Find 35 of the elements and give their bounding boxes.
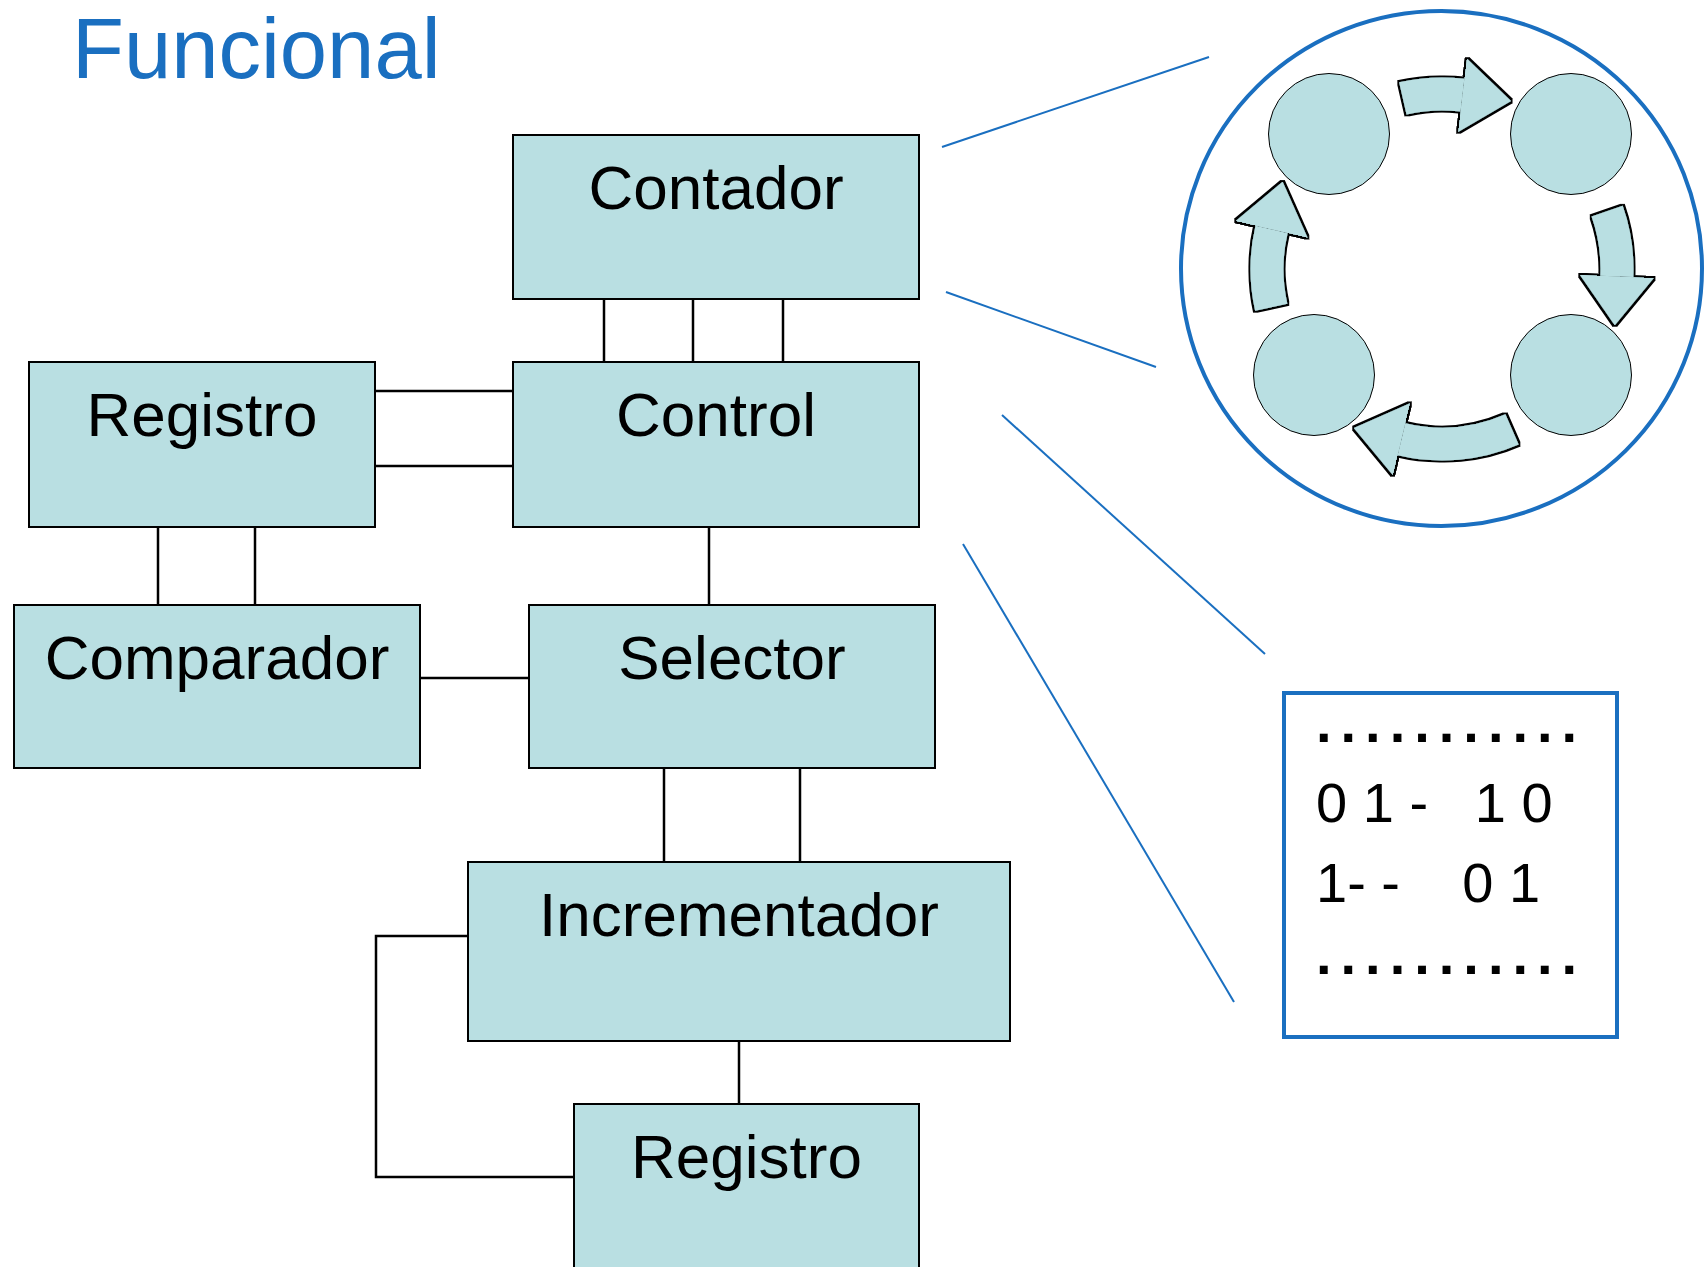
connector-line — [662, 769, 666, 861]
cycle-arrow — [1399, 58, 1512, 133]
block-label: Incrementador — [539, 881, 939, 950]
block-label: Selector — [618, 624, 846, 693]
connector-line — [602, 300, 606, 361]
cycle-arrow — [1579, 206, 1654, 326]
connector-line — [253, 528, 257, 604]
connector-line — [737, 1042, 741, 1103]
block-box — [13, 604, 421, 769]
connector-line — [374, 934, 573, 1179]
connector-line — [156, 528, 160, 604]
block-box — [28, 361, 376, 528]
title: Funcional — [72, 2, 441, 96]
connector-line — [421, 676, 528, 680]
connector-line — [376, 389, 512, 393]
table-row: 0 1 - 1 0 — [1316, 775, 1553, 831]
connector-line — [376, 464, 512, 468]
connector-line — [781, 300, 785, 361]
table-row: 1- - 0 1 — [1316, 855, 1541, 911]
block-label: Registro — [631, 1123, 862, 1192]
connector-line — [707, 528, 711, 604]
truth-table-box — [1282, 691, 1619, 1039]
block-label: Registro — [86, 381, 318, 450]
connector-line — [798, 769, 802, 861]
table-row: ........... — [1316, 695, 1587, 751]
block-box — [528, 604, 936, 769]
connector-line — [691, 300, 695, 361]
block-label: Contador — [588, 154, 844, 223]
block-label: Control — [616, 381, 816, 450]
block-box — [573, 1103, 920, 1267]
block-label: Comparador — [44, 624, 390, 693]
block-box — [512, 361, 920, 528]
table-row: ........... — [1316, 927, 1587, 983]
block-box — [512, 134, 920, 300]
block-box — [467, 861, 1011, 1042]
